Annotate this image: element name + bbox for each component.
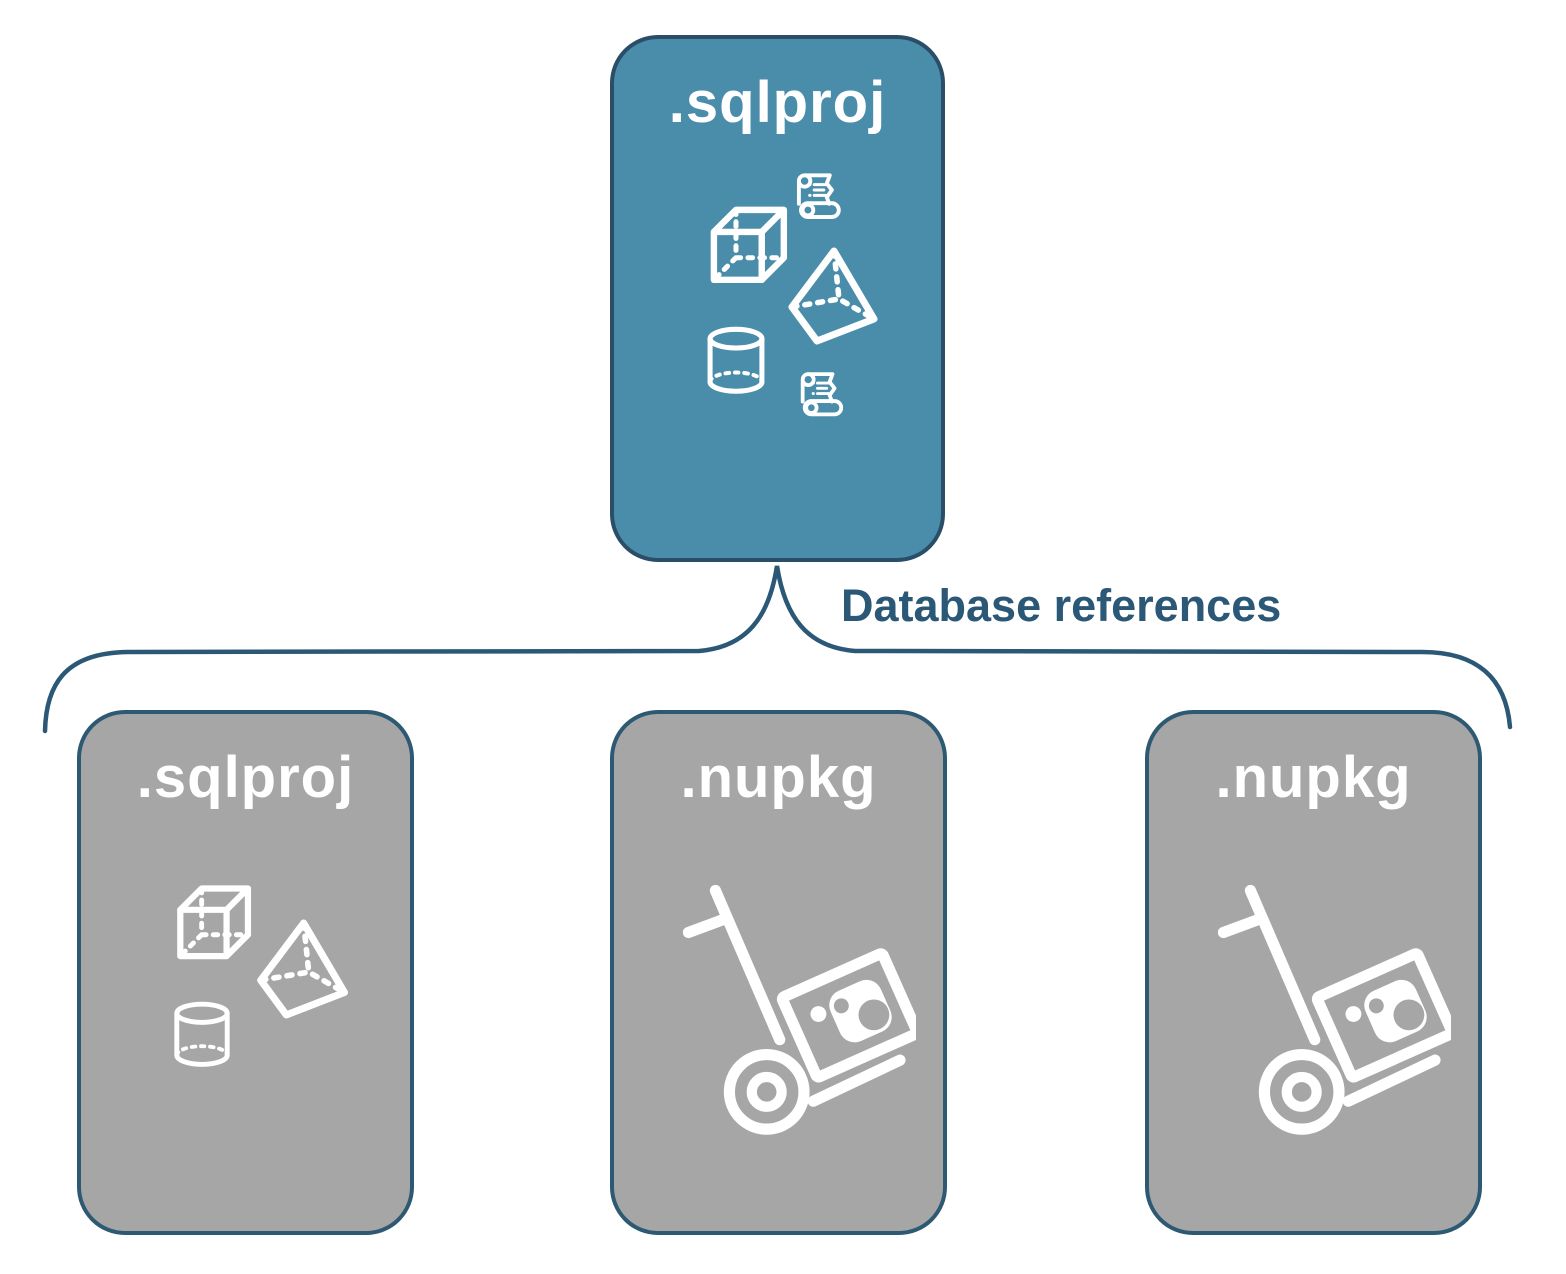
- child-nupkg-box: .nupkg: [1145, 710, 1482, 1235]
- script-scroll-icon: [800, 372, 844, 417]
- cube-icon: [710, 206, 788, 284]
- pyramid-icon: [788, 247, 878, 345]
- cube-icon: [177, 885, 252, 960]
- script-scroll-icon: [796, 173, 841, 219]
- child-box-label: .nupkg: [680, 745, 877, 810]
- child-box-label: .nupkg: [1215, 745, 1412, 810]
- nuget-package-dolly-icon: [682, 884, 916, 1135]
- database-cylinder-icon: [707, 326, 765, 394]
- child-box-label: .sqlproj: [136, 745, 355, 810]
- pyramid-icon: [257, 919, 349, 1019]
- child-nupkg-box: .nupkg: [610, 710, 947, 1235]
- parent-box-label: .sqlproj: [668, 70, 887, 135]
- database-cylinder-icon: [174, 1001, 230, 1067]
- connector-label: Database references: [841, 580, 1282, 631]
- child-sqlproj-box: .sqlproj: [77, 710, 414, 1235]
- parent-sqlproj-box: .sqlproj: [610, 35, 945, 562]
- nuget-package-dolly-icon: [1217, 884, 1451, 1135]
